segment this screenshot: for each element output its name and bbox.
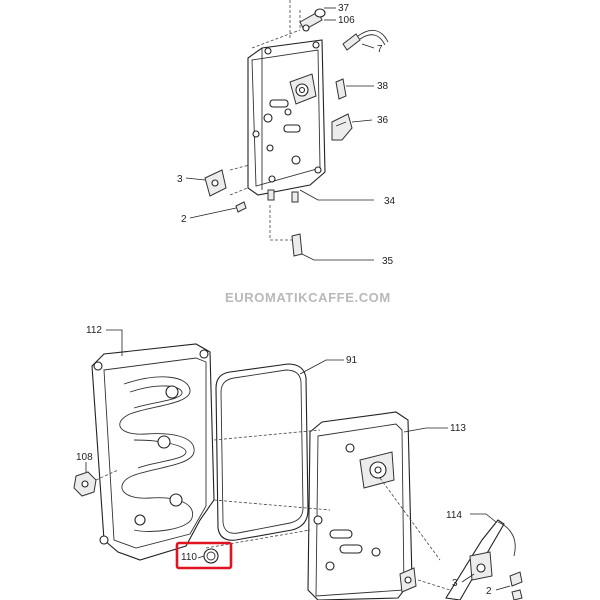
callout-3-top: 3 <box>177 174 183 185</box>
bottom-assembly: 112 91 113 108 110 114 3 2 <box>73 325 523 600</box>
callout-2-top: 2 <box>181 214 187 225</box>
callout-106: 106 <box>338 15 355 26</box>
part-113-plate <box>307 411 413 600</box>
part-34-tab-a <box>267 189 275 201</box>
callout-112: 112 <box>86 325 102 336</box>
callout-2-bottom: 2 <box>486 586 492 597</box>
part-34-tab-b <box>291 191 299 203</box>
part-112-heating-block <box>91 343 215 561</box>
callout-113: 113 <box>450 423 466 434</box>
callout-37: 37 <box>338 3 350 14</box>
part-2-screw-top <box>235 201 247 213</box>
callout-110: 110 <box>181 552 197 563</box>
callout-38: 38 <box>377 81 389 92</box>
part-110-o-ring <box>203 548 219 564</box>
part-38-pin <box>335 78 347 100</box>
callout-114: 114 <box>446 510 462 521</box>
part-7-probe <box>342 33 361 51</box>
top-assembly: 37 106 7 38 36 3 2 34 35 <box>177 0 396 267</box>
part-91-gasket <box>215 363 309 541</box>
callout-108: 108 <box>76 452 93 463</box>
heating-plate-top <box>247 39 326 196</box>
part-36-bracket <box>331 113 353 141</box>
highlight-box-part-110 <box>175 541 233 570</box>
callout-34: 34 <box>384 196 396 207</box>
callout-35: 35 <box>382 256 394 267</box>
part-35-tube <box>291 233 303 257</box>
watermark-text: EUROMATIKCAFFE.COM <box>225 290 391 305</box>
callout-7: 7 <box>377 44 383 55</box>
callout-36: 36 <box>377 115 389 126</box>
callout-3-bottom: 3 <box>452 578 458 589</box>
callout-91: 91 <box>346 355 358 366</box>
part-2-screw-bottom <box>509 571 523 587</box>
